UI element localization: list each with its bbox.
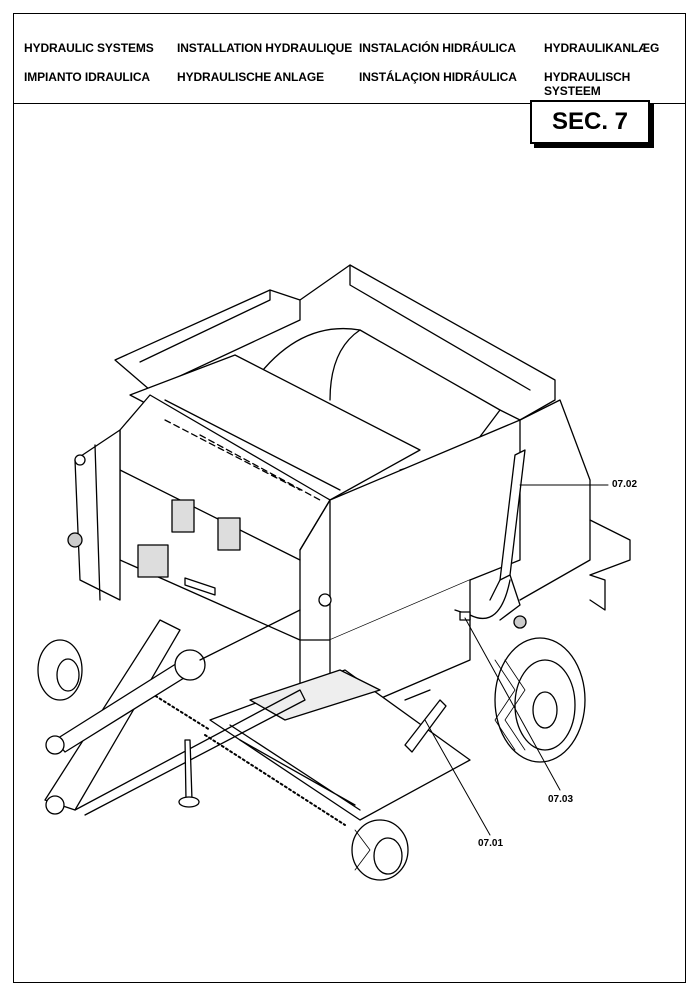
title-it: IMPIANTO IDRAULICA <box>24 70 150 84</box>
title-de: HYDRAULISCHE ANLAGE <box>177 70 324 84</box>
title-da: HYDRAULIKANLÆG <box>544 41 660 55</box>
title-header: HYDRAULIC SYSTEMS INSTALLATION HYDRAULIQ… <box>14 14 685 104</box>
callout-07-01: 07.01 <box>478 838 504 849</box>
section-label: SEC. 7 <box>530 100 650 144</box>
callout-07-02: 07.02 <box>612 479 638 490</box>
title-fr: INSTALLATION HYDRAULIQUE <box>177 41 353 55</box>
title-es: INSTALACIÓN HIDRÁULICA <box>359 41 516 55</box>
callout-07-03: 07.03 <box>548 794 574 805</box>
title-pt: INSTÁLAÇION HIDRÁULICA <box>359 70 517 84</box>
page-frame: HYDRAULIC SYSTEMS INSTALLATION HYDRAULIQ… <box>13 13 686 983</box>
title-nl: HYDRAULISCH SYSTEEM <box>544 70 631 98</box>
title-en: HYDRAULIC SYSTEMS <box>24 41 154 55</box>
